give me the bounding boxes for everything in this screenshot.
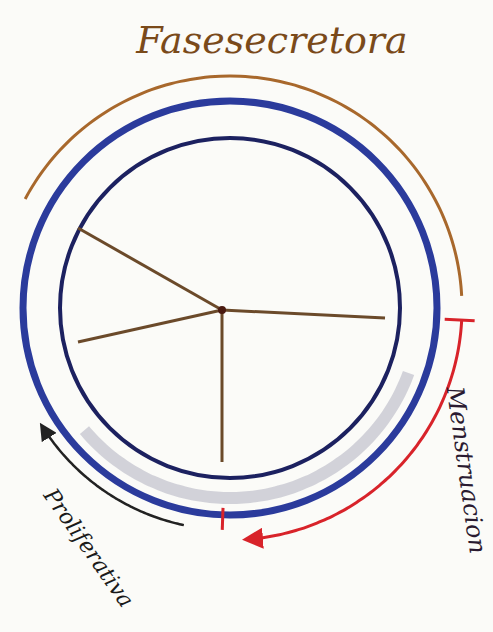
phase-title: Fasesecretora (136, 21, 407, 59)
phase-tick (221, 508, 225, 530)
shading (84, 373, 408, 498)
outer-ring (23, 101, 437, 515)
phase-arrow (246, 320, 461, 539)
phase-label: Proliferativa (39, 485, 137, 611)
spoke (221, 310, 224, 462)
phase-label: Menstruacion (442, 385, 489, 555)
spoke (78, 228, 222, 310)
inner-ring (60, 138, 400, 478)
spoke (78, 310, 222, 342)
center-dot (218, 306, 226, 314)
phase-tick (445, 319, 475, 321)
phase-arc (25, 76, 462, 296)
spoke (222, 310, 385, 318)
